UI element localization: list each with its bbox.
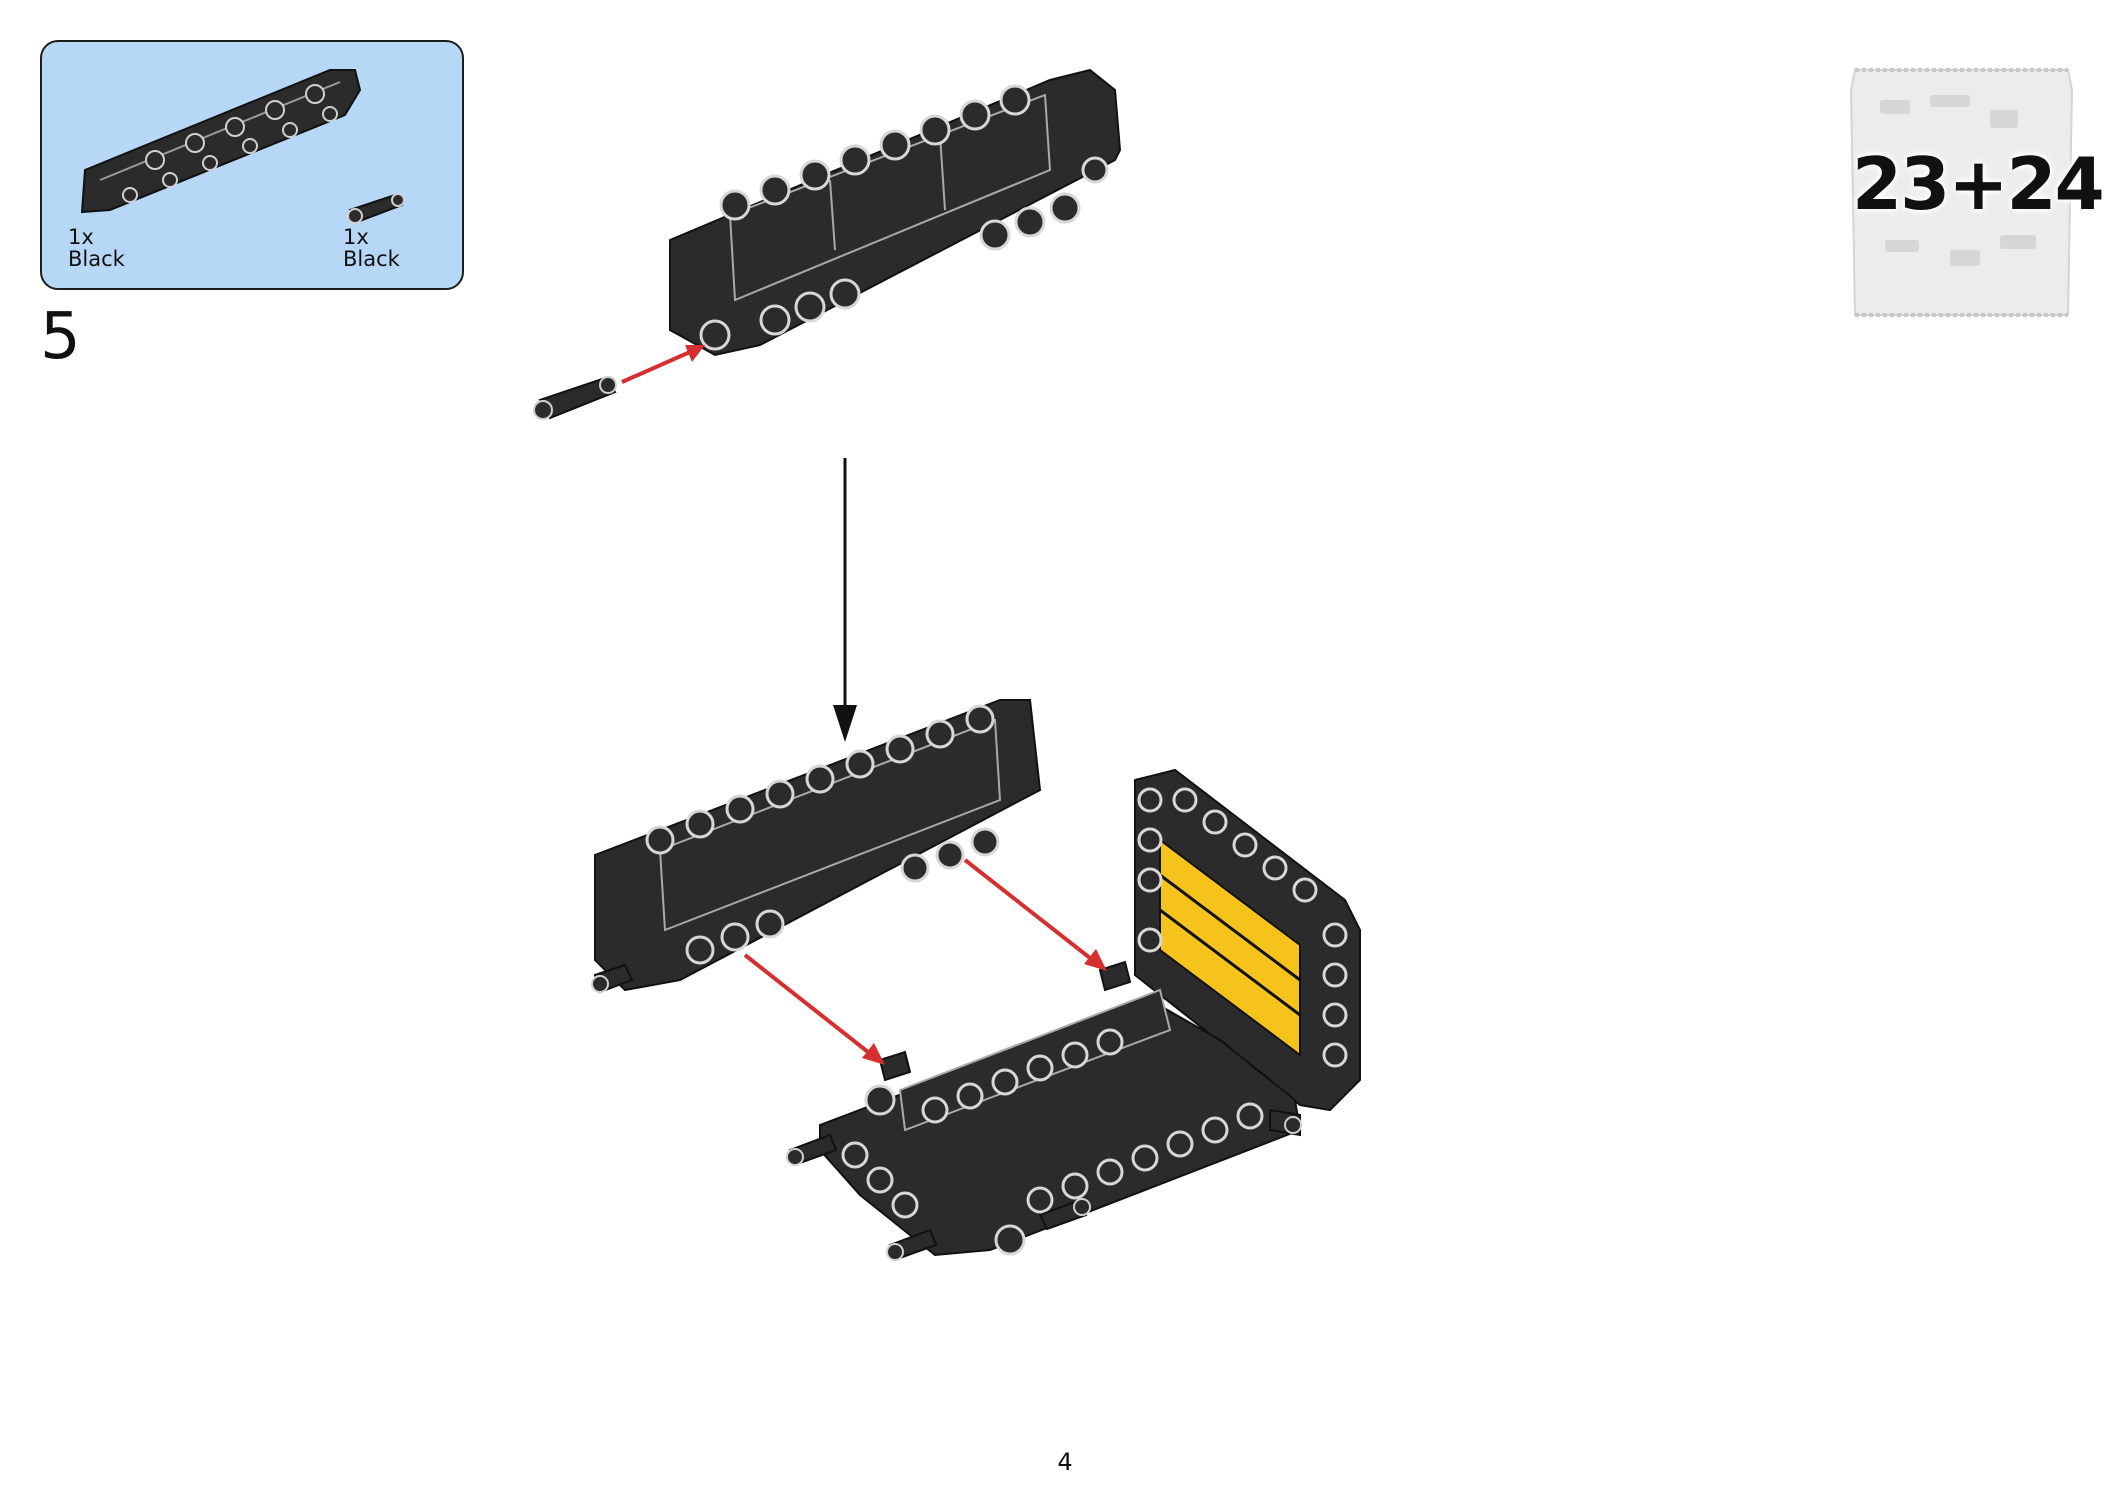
bag-number-label: 23+24 xyxy=(1852,142,2105,226)
beam-part-icon xyxy=(80,69,362,214)
main-top-beam xyxy=(591,699,1042,994)
callout-assembly-illustration xyxy=(533,68,1122,420)
part-2-color: Black xyxy=(343,247,400,271)
bag-icon xyxy=(1849,68,2074,317)
part-2-label: 1x Black xyxy=(343,226,400,270)
part-1-color: Black xyxy=(68,247,125,271)
part-2-quantity: 1x xyxy=(343,225,369,249)
main-base-frame xyxy=(786,960,1302,1261)
main-insert-arrows xyxy=(743,858,1107,1065)
part-1-label: 1x Black xyxy=(68,226,125,270)
main-side-frame xyxy=(1134,768,1361,1112)
page-number: 4 xyxy=(1057,1448,1073,1476)
step-number: 5 xyxy=(40,300,81,374)
part-1-quantity: 1x xyxy=(68,225,94,249)
callout-insert-arrow xyxy=(621,345,705,384)
pin-part-icon xyxy=(347,193,405,224)
callout-to-main-arrow xyxy=(833,458,857,742)
